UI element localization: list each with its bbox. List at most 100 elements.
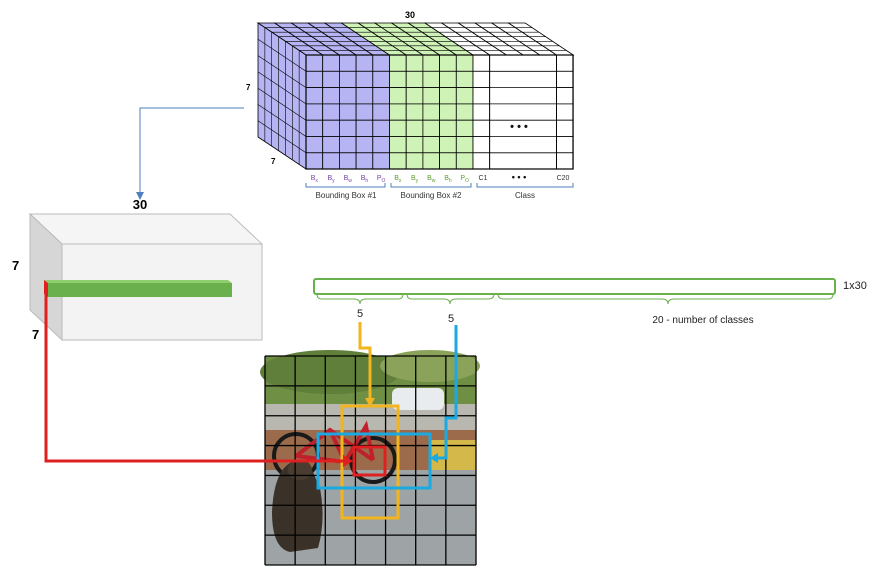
tensor-front-cell xyxy=(355,119,374,137)
tensor-front-cell xyxy=(389,136,407,154)
photo-street xyxy=(265,404,476,430)
tensor-front-cell xyxy=(355,70,374,89)
tensor-front-cell xyxy=(472,54,491,72)
tensor-front-cell xyxy=(455,87,474,105)
class-first-label: C1 xyxy=(479,175,488,182)
tensor-cell-label: Bx xyxy=(311,175,319,184)
tensor-front-cell xyxy=(472,119,491,137)
tensor-front-cell xyxy=(389,152,407,170)
grid-dots-label: • • • xyxy=(510,121,528,133)
tensor-front-cell xyxy=(455,152,474,170)
bracket-box1 xyxy=(305,183,386,188)
yellow-arrowhead xyxy=(365,398,375,407)
tensor-front-cell xyxy=(389,119,407,137)
tensor-front-cell xyxy=(305,119,324,137)
tensor-front-cell xyxy=(439,119,457,137)
tensor-front-cell xyxy=(422,103,440,121)
tensor-front-cell xyxy=(439,136,457,154)
tensor-front-cell xyxy=(338,87,357,105)
cell-vector-bar xyxy=(48,283,232,297)
vector-1x30 xyxy=(313,278,836,295)
tensor-front-cell xyxy=(305,54,324,72)
tensor-left-row-line xyxy=(257,120,307,154)
tensor-front-cell xyxy=(322,103,340,121)
tensor-front-cell xyxy=(338,152,357,170)
tensor-cell-label: Bw xyxy=(344,175,353,184)
tensor-front-cell xyxy=(389,54,407,72)
cuboid-height-label: 7 xyxy=(12,258,19,273)
tensor-cell-label: Bw xyxy=(427,175,436,184)
tensor-front-cell xyxy=(455,54,474,72)
tensor-front-cell xyxy=(338,136,357,154)
tensor-front-cell xyxy=(305,103,324,121)
tensor-front-cell xyxy=(455,119,474,137)
group-label-class: Class xyxy=(515,191,535,200)
tensor-front-cell xyxy=(338,54,357,72)
tensor-front-cell xyxy=(455,103,474,121)
tensor-front-cell xyxy=(372,54,390,72)
tensor-cell-label: Bh xyxy=(444,175,452,184)
tensor-front-cell xyxy=(389,103,407,121)
tensor-front-cell xyxy=(322,87,340,105)
tensor-depth-label: 30 xyxy=(405,10,415,20)
blue-connector xyxy=(438,325,458,460)
tensor-front-cell xyxy=(338,103,357,121)
simplified-cuboid xyxy=(28,212,264,342)
tensor-front-cell xyxy=(322,119,340,137)
tensor-front-cell xyxy=(439,152,457,170)
tensor-front-cell xyxy=(422,54,440,72)
tensor-front-cell xyxy=(472,152,491,170)
tensor-front-cell xyxy=(439,54,457,72)
tensor-front-cell xyxy=(405,54,424,72)
photo-dog xyxy=(272,461,323,552)
tensor-front-cell xyxy=(372,87,390,105)
red-connector xyxy=(44,290,344,463)
tensor-front-cell xyxy=(439,70,457,89)
tensor-front-cell xyxy=(405,152,424,170)
tensor-front-cell xyxy=(455,136,474,154)
tensor-front-cell xyxy=(472,70,491,89)
vector-brace-3 xyxy=(497,293,834,305)
tensor-front-cell xyxy=(556,136,574,154)
cuboid-width-label: 7 xyxy=(32,327,39,342)
tensor-front-cell xyxy=(439,103,457,121)
tensor-front-cell xyxy=(305,87,324,105)
tensor-front-cell xyxy=(355,152,374,170)
tensor-cell-label: By xyxy=(411,175,419,184)
tensor-front-cell xyxy=(405,119,424,137)
tensor-front-cell xyxy=(556,87,574,105)
tensor-left-row-line xyxy=(257,39,307,72)
vector-segment-label-1: 5 xyxy=(357,308,363,320)
tensor-front-cell xyxy=(305,136,324,154)
cell-vector-top xyxy=(44,280,232,283)
photo-foliage-2 xyxy=(380,350,480,382)
tensor-front-cell xyxy=(422,136,440,154)
tensor-front-cell xyxy=(472,87,491,105)
tensor-cell-label: Bx xyxy=(394,175,402,184)
cuboid-top-face xyxy=(28,213,264,245)
tensor-front-cell xyxy=(455,70,474,89)
tensor-front-cell xyxy=(355,136,374,154)
tensor-front-cell xyxy=(372,103,390,121)
tensor-front-cell xyxy=(322,70,340,89)
tensor-left-row-line xyxy=(257,55,307,88)
yellow-connector xyxy=(358,322,372,400)
tensor-front-cell xyxy=(305,152,324,170)
tensor-front-cell xyxy=(405,70,424,89)
tensor-height-label: 7 xyxy=(246,83,251,92)
vector-segment-label-3: 20 - number of classes xyxy=(652,315,753,326)
tensor-front-cell xyxy=(422,87,440,105)
tensor-left-row-line xyxy=(257,104,307,137)
photo-dog-head xyxy=(288,460,312,480)
cuboid-depth-label: 30 xyxy=(133,197,147,212)
bracket-box2 xyxy=(390,183,472,188)
blue-arrowhead xyxy=(430,453,438,463)
tensor-front-cell xyxy=(556,152,574,170)
tensor-front-cell xyxy=(372,70,390,89)
tensor-front-border xyxy=(305,54,574,170)
vector-brace-1 xyxy=(316,293,404,305)
tensor-front-cell xyxy=(556,70,574,89)
photo-car xyxy=(392,388,444,410)
tensor-front-cell xyxy=(405,103,424,121)
tensor-front-cell xyxy=(556,103,574,121)
